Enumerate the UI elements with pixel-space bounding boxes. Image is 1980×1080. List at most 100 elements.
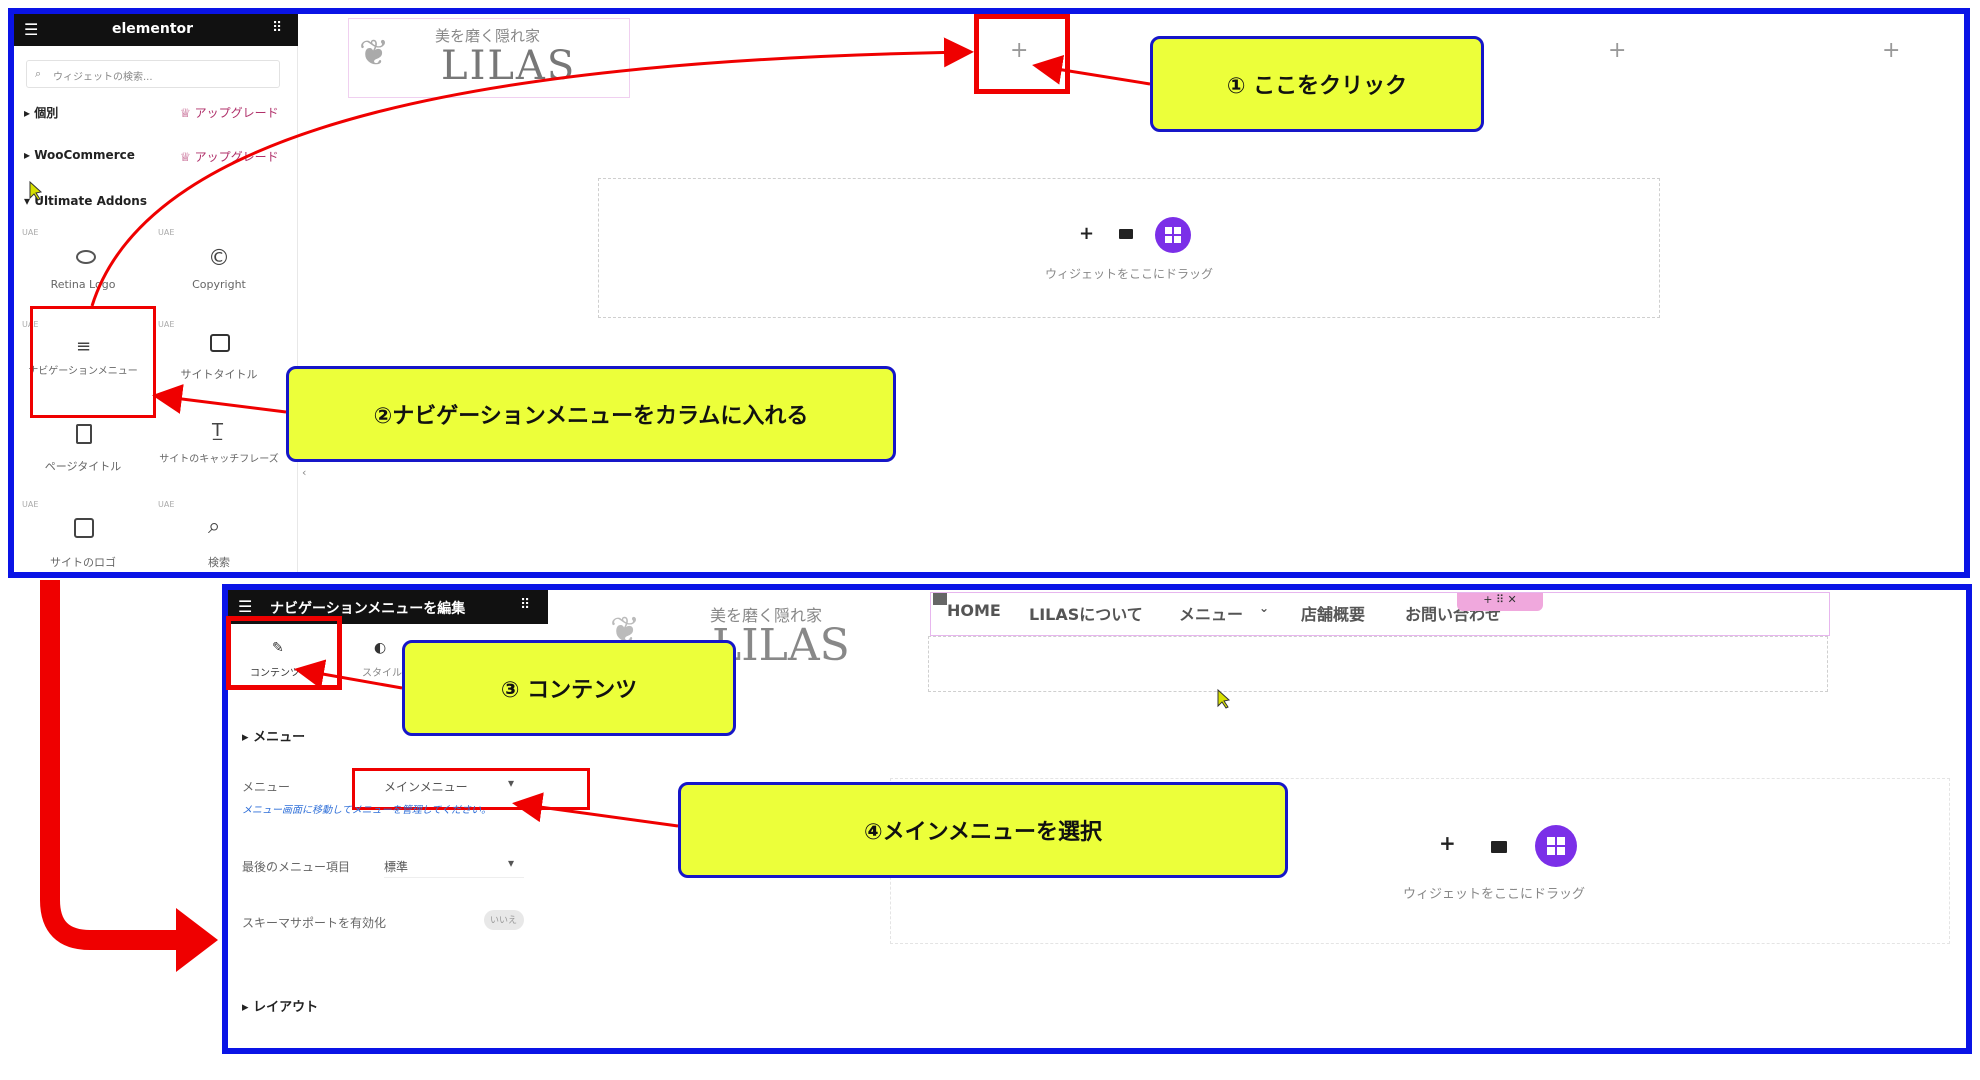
screenshot-panel-bottom bbox=[222, 584, 1972, 1054]
uae-badge: UAE bbox=[22, 500, 39, 509]
menu-lines-icon: ≡ bbox=[76, 336, 92, 357]
widget-label: サイトのロゴ bbox=[50, 556, 116, 569]
add-column-button-2[interactable]: + bbox=[1608, 38, 1627, 63]
add-column-highlight bbox=[974, 14, 1070, 94]
logo-tagline: 美を磨く隠れ家 bbox=[710, 606, 823, 625]
uae-badge: UAE bbox=[158, 392, 175, 401]
eye-icon bbox=[76, 250, 96, 264]
hamburger-icon[interactable]: ☰ bbox=[24, 20, 39, 39]
template-grid-icon[interactable] bbox=[1535, 825, 1577, 867]
callout-4-text: ④メインメニューを選択 bbox=[864, 820, 1102, 845]
column-handle-icon[interactable] bbox=[933, 593, 947, 605]
widget-search[interactable]: UAE ⌕ 検索 bbox=[154, 500, 284, 572]
search-input-placeholder: ウィジェットの検索... bbox=[53, 72, 153, 83]
nav-item-home[interactable]: HOME bbox=[947, 601, 1001, 620]
tab-content[interactable]: ✎ コンテンツ bbox=[236, 636, 328, 684]
chevron-down-icon: ▾ bbox=[508, 856, 515, 870]
menu-select-value: メインメニュー bbox=[384, 780, 468, 794]
add-column-button[interactable]: + bbox=[1010, 38, 1029, 63]
chevron-down-icon: ▾ bbox=[508, 776, 515, 790]
menu-field-label: メニュー bbox=[242, 780, 291, 794]
drop-zone-2[interactable]: + ウィジェットをここにドラッグ bbox=[890, 778, 1950, 944]
image-plus-icon bbox=[74, 518, 94, 538]
nav-column bbox=[928, 636, 1828, 692]
template-grid-icon[interactable] bbox=[1155, 217, 1191, 253]
grid-icon[interactable]: ⠿ bbox=[272, 20, 283, 36]
widget-label: サイトタイトル bbox=[180, 368, 258, 381]
menu-select-highlight bbox=[352, 768, 590, 810]
sidebar-header: ☰ elementor ⠿ bbox=[14, 14, 298, 46]
drop-hint: ウィジェットをここにドラッグ bbox=[1403, 887, 1586, 902]
screenshot-panel-top bbox=[8, 8, 1970, 578]
callout-1-text: ① ここをクリック bbox=[1226, 74, 1408, 99]
add-section-icon[interactable]: + bbox=[1439, 831, 1456, 855]
widget-label: ナビゲーションメニュー bbox=[28, 366, 138, 377]
widget-search[interactable]: ⌕ ウィジェットの検索... bbox=[26, 60, 280, 88]
chevron-down-icon: ⌄ bbox=[1259, 601, 1270, 615]
widget-label: Retina Logo bbox=[50, 278, 116, 291]
add-section-icon[interactable]: + bbox=[1079, 223, 1095, 244]
text-icon: T̲ bbox=[212, 420, 223, 441]
arrow-big-down-right bbox=[40, 580, 178, 950]
menu-help-text: メニュー画面に移動してメニューを管理してください。 bbox=[242, 805, 492, 816]
logo-tagline: 美を磨く隠れ家 bbox=[435, 27, 541, 45]
last-item-value: 標準 bbox=[384, 860, 409, 874]
toggle-label: いいえ bbox=[490, 916, 518, 926]
elementor-sidebar: ☰ elementor ⠿ ⌕ ウィジェットの検索... ▸ 個別 ♕ アップグ… bbox=[14, 14, 298, 572]
drop-zone[interactable]: + ウィジェットをここにドラッグ bbox=[598, 178, 1660, 318]
callout-1: ① ここをクリック bbox=[1150, 36, 1484, 132]
category-ultimate-addons[interactable]: ▾ Ultimate Addons bbox=[24, 194, 147, 208]
app-title: elementor bbox=[112, 21, 194, 37]
widget-site-title[interactable]: UAE サイトタイトル bbox=[154, 318, 284, 392]
section-menu-toggle[interactable]: ▸ メニュー bbox=[242, 730, 306, 745]
uae-badge: UAE bbox=[158, 500, 175, 509]
folder-icon[interactable] bbox=[1491, 841, 1507, 853]
search-icon: ⌕ bbox=[35, 67, 42, 80]
upgrade-link-2[interactable]: ♕ アップグレード bbox=[180, 150, 279, 164]
editor-title: ナビゲーションメニューを編集 bbox=[270, 601, 466, 617]
widget-page-title[interactable]: ページタイトル bbox=[18, 410, 148, 484]
callout-3: ③ コンテンツ bbox=[402, 640, 736, 736]
callout-4: ④メインメニューを選択 bbox=[678, 782, 1288, 878]
nav-menu-widget[interactable]: HOME LILASについて メニュー ⌄ 店舗概要 お問い合わせ + ⠿ ✕ bbox=[930, 592, 1830, 636]
last-item-select[interactable]: 標準 ▾ bbox=[384, 852, 524, 878]
content-tab-highlight bbox=[226, 616, 342, 690]
add-column-button-3[interactable]: + bbox=[1882, 38, 1901, 63]
widget-label: Copyright bbox=[192, 278, 246, 291]
folder-icon[interactable] bbox=[1119, 229, 1133, 239]
menu-select[interactable]: メインメニュー ▾ bbox=[384, 772, 524, 798]
upgrade-link-1[interactable]: ♕ アップグレード bbox=[180, 106, 279, 120]
widget-copyright[interactable]: UAE © Copyright bbox=[154, 226, 284, 300]
last-item-label: 最後のメニュー項目 bbox=[242, 860, 351, 874]
section-layout-toggle[interactable]: ▸ レイアウト bbox=[242, 1000, 319, 1015]
pencil-icon: ✎ bbox=[272, 640, 284, 656]
widget-site-tagline[interactable]: UAE T̲ サイトのキャッチフレーズ bbox=[154, 392, 284, 484]
copyright-icon: © bbox=[208, 246, 230, 271]
nav-item-about[interactable]: LILASについて bbox=[1029, 605, 1143, 624]
page-icon bbox=[76, 424, 92, 444]
uae-badge: UAE bbox=[158, 228, 175, 237]
nav-item-menu[interactable]: メニュー bbox=[1179, 605, 1244, 624]
collapse-chevron-icon[interactable]: ‹ bbox=[302, 466, 307, 479]
category-woocommerce[interactable]: ▸ WooCommerce bbox=[24, 148, 135, 162]
widget-label: 検索 bbox=[208, 556, 230, 569]
callout-2-text: ②ナビゲーションメニューをカラムに入れる bbox=[373, 404, 809, 429]
hamburger-icon[interactable]: ☰ bbox=[238, 597, 253, 616]
tab-label: コンテンツ bbox=[250, 668, 300, 679]
schema-label: スキーマサポートを有効化 bbox=[242, 916, 387, 930]
site-logo: ❦ 美を磨く隠れ家 LILAS bbox=[348, 18, 630, 98]
widget-label: ページタイトル bbox=[44, 460, 122, 473]
widget-site-logo[interactable]: UAE サイトのロゴ bbox=[18, 500, 148, 572]
widget-retina-logo[interactable]: UAE Retina Logo bbox=[18, 226, 148, 300]
nav-widget-highlight bbox=[30, 306, 156, 418]
widget-label: サイトのキャッチフレーズ bbox=[159, 454, 279, 465]
logo-text: LILAS bbox=[441, 43, 577, 89]
widget-toolbar[interactable]: + ⠿ ✕ bbox=[1457, 593, 1543, 611]
callout-3-text: ③ コンテンツ bbox=[500, 678, 638, 703]
uae-badge: UAE bbox=[158, 320, 175, 329]
category-individual[interactable]: ▸ 個別 bbox=[24, 106, 59, 120]
nav-item-shop[interactable]: 店舗概要 bbox=[1301, 605, 1366, 624]
contrast-icon: ◐ bbox=[374, 640, 387, 656]
grid-icon[interactable]: ⠿ bbox=[520, 597, 531, 613]
schema-toggle[interactable]: いいえ bbox=[484, 910, 524, 930]
